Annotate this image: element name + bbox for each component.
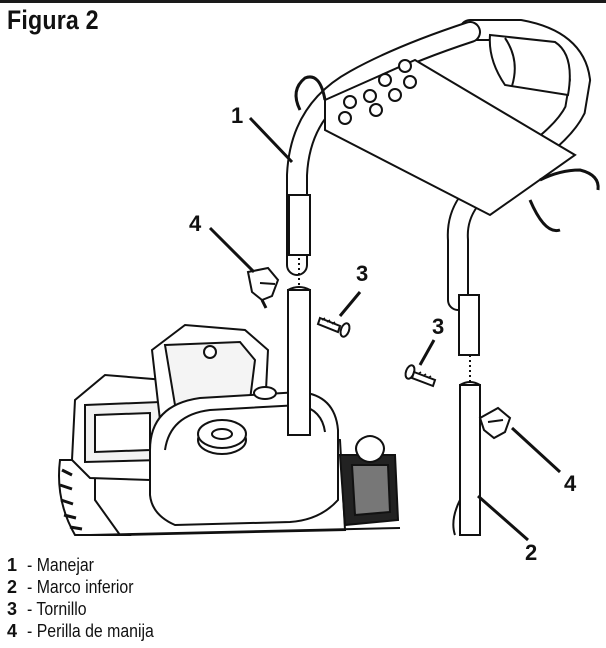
legend-number: 4 <box>7 621 18 641</box>
handle-knob-left <box>246 266 280 309</box>
legend-dash: - <box>27 599 33 619</box>
leader-lines <box>208 116 562 542</box>
legend-number: 3 <box>7 599 18 619</box>
handle-knob-right <box>478 406 512 440</box>
callout-3-right: 3 <box>432 314 444 339</box>
legend-item: 2 - Marco inferior <box>7 577 171 599</box>
lower-frame-drawing <box>287 258 481 536</box>
bolt-right <box>404 364 437 388</box>
callout-1: 1 <box>231 103 243 128</box>
legend-item: 3 - Tornillo <box>7 599 171 621</box>
callout-4-right: 4 <box>564 471 577 496</box>
legend-label: Manejar <box>36 555 94 575</box>
callout-2: 2 <box>525 540 537 565</box>
handle-drawing <box>286 19 600 356</box>
legend-number: 1 <box>7 555 18 575</box>
legend-dash: - <box>27 555 33 575</box>
legend-dash: - <box>27 577 33 597</box>
legend-label: Perilla de manija <box>36 621 154 641</box>
parts-legend: 1 - Manejar 2 - Marco inferior 3 - Torni… <box>7 555 171 643</box>
legend-number: 2 <box>7 577 18 597</box>
engine-drawing <box>58 323 401 537</box>
legend-item: 4 - Perilla de manija <box>7 621 171 643</box>
legend-item: 1 - Manejar <box>7 555 171 577</box>
figure-title: Figura 2 <box>7 5 99 35</box>
top-rule <box>0 0 606 3</box>
legend-dash: - <box>27 621 33 641</box>
callout-4-left: 4 <box>189 211 202 236</box>
legend-label: Tornillo <box>36 599 87 619</box>
bolt-left <box>316 316 351 338</box>
legend-label: Marco inferior <box>36 577 134 597</box>
callout-3-left: 3 <box>356 261 368 286</box>
